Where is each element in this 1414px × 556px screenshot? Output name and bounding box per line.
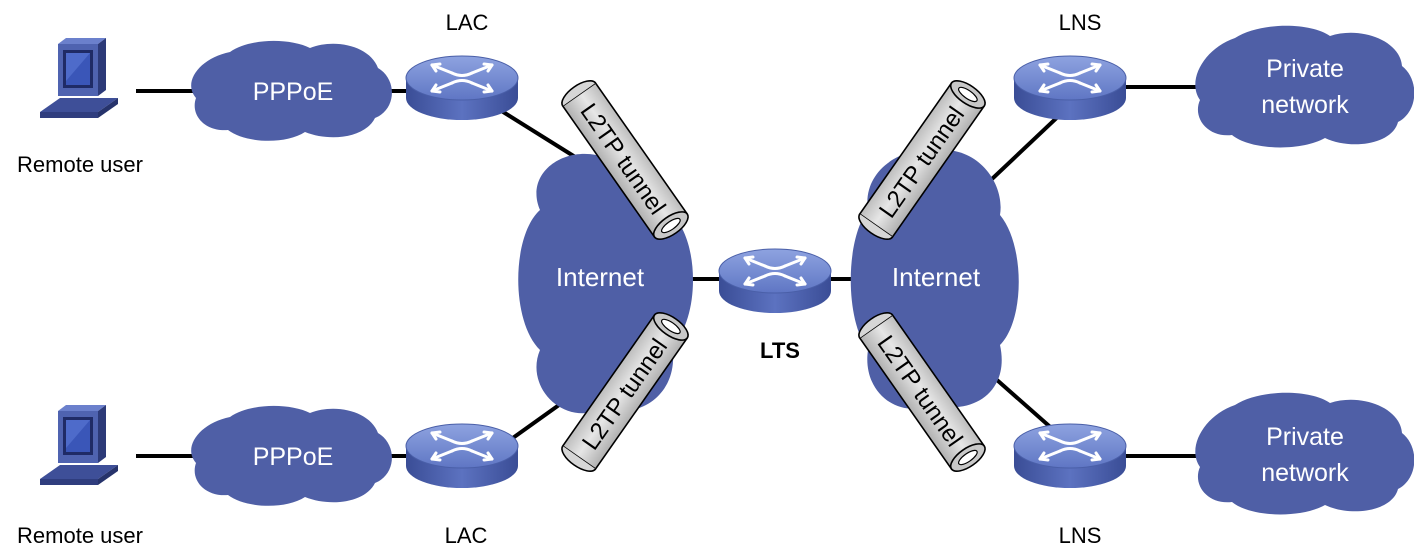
lns-bottom-label: LNS xyxy=(1059,523,1102,548)
internet-cloud-right: Internet xyxy=(850,149,1019,409)
remote-user-pc-top xyxy=(40,38,118,118)
internet-left-label: Internet xyxy=(556,262,645,292)
remote-user-pc-bottom xyxy=(40,405,118,485)
private-bottom-label-line1: Private xyxy=(1266,423,1344,451)
lac-top-label: LAC xyxy=(446,10,489,35)
lts-label: LTS xyxy=(760,338,800,363)
lns-top-label: LNS xyxy=(1059,10,1102,35)
router-lac-top xyxy=(404,54,520,122)
router-lns-top xyxy=(1012,54,1128,122)
remote-user-top-label: Remote user xyxy=(17,152,143,177)
internet-right-label: Internet xyxy=(892,262,981,292)
private-top-label-line2: network xyxy=(1261,91,1349,119)
private-network-cloud-bottom: Private network xyxy=(1195,392,1414,515)
private-network-cloud-top: Private network xyxy=(1195,25,1414,148)
lac-bottom-label: LAC xyxy=(445,523,488,548)
router-lts xyxy=(717,247,833,315)
pppoe-top-label: PPPoE xyxy=(253,78,334,106)
router-lac-bottom xyxy=(404,422,520,490)
private-top-label-line1: Private xyxy=(1266,55,1344,83)
pppoe-bottom-label: PPPoE xyxy=(253,443,334,471)
remote-user-bottom-label: Remote user xyxy=(17,523,143,548)
router-lns-bottom xyxy=(1012,422,1128,490)
pppoe-cloud-bottom: PPPoE xyxy=(191,405,392,506)
private-bottom-label-line2: network xyxy=(1261,459,1349,487)
pppoe-cloud-top: PPPoE xyxy=(191,40,392,141)
